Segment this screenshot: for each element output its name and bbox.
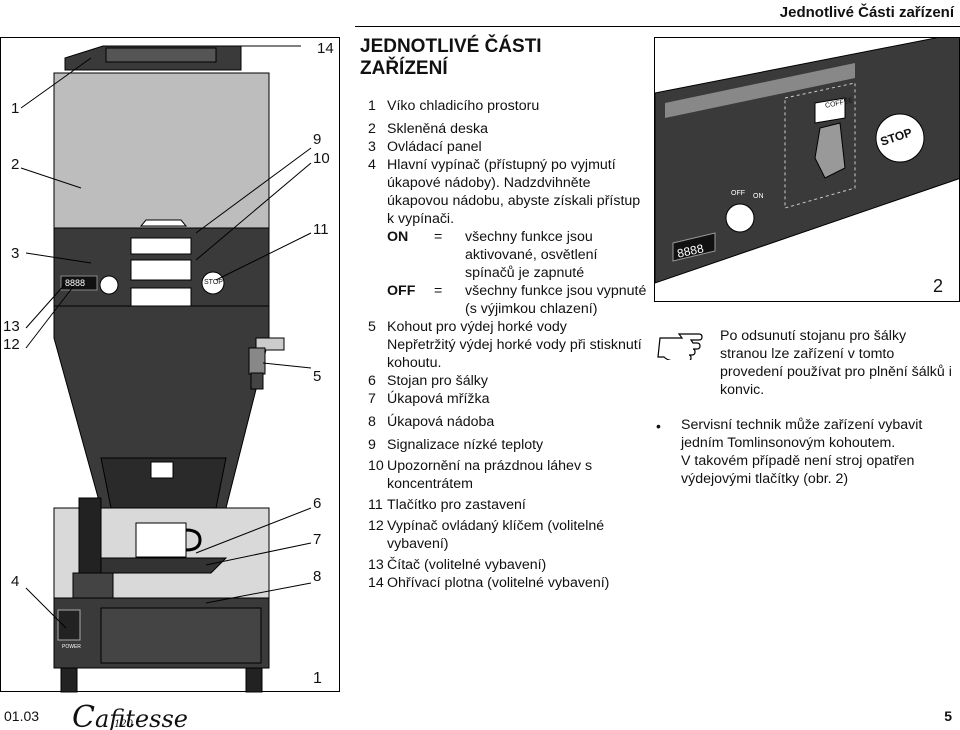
figure-1-number: 1: [313, 670, 322, 687]
side-note: Po odsunutí stojanu pro šálky stranou lz…: [720, 328, 952, 398]
callout-1: 1: [11, 100, 20, 117]
section-title: JEDNOTLIVÉ ČÁSTI ZAŘÍZENÍ: [360, 36, 542, 79]
off-label: OFF: [731, 190, 745, 197]
power-label: POWER: [62, 644, 81, 650]
page-number: 5: [944, 708, 952, 724]
figure-2-panel: COFFEE STOP OFF ON 8888 2: [654, 37, 960, 302]
panel-illustration: [655, 38, 959, 301]
bullet-text-2: V takovém případě není stroj opatřen výd…: [681, 453, 915, 487]
bullet-marker: •: [656, 418, 661, 434]
callout-11: 11: [313, 221, 329, 238]
machine-illustration: [20, 45, 312, 693]
callout-8: 8: [313, 568, 322, 585]
callout-10: 10: [313, 150, 330, 167]
callout-4: 4: [11, 573, 20, 590]
off-definition: OFF=všechny funkce jsou vypnuté (s výjim…: [387, 283, 647, 317]
bullet-text-1: Servisní technik může zařízení vybavit j…: [681, 417, 923, 451]
callout-12: 12: [3, 336, 20, 353]
on-label: ON: [753, 193, 764, 200]
callout-9: 9: [313, 131, 322, 148]
counter-display: 8888: [65, 278, 86, 288]
callout-3: 3: [11, 245, 20, 262]
callout-13: 13: [3, 318, 20, 335]
figure-1-machine: 1 2 3 13 12 4 14 9 10 11 5 6 7 8 8888 ST…: [0, 37, 340, 693]
callout-7: 7: [313, 531, 322, 548]
on-definition: ON=všechny funkce jsou aktivované, osvět…: [387, 229, 598, 281]
callout-2: 2: [11, 156, 20, 173]
pointing-hand-icon: [657, 333, 703, 360]
header-divider: [355, 26, 960, 27]
brand-logo: Cafitesse: [72, 700, 188, 730]
tomlinson-note: Servisní technik může zařízení vybavit j…: [681, 416, 956, 488]
callout-5: 5: [313, 368, 322, 385]
callout-14: 14: [317, 40, 334, 57]
stop-button-label: STOP: [204, 279, 223, 286]
callout-6: 6: [313, 495, 322, 512]
brand-logo-model: 120: [114, 719, 134, 730]
figure-2-number: 2: [933, 276, 944, 296]
footer-version: 01.03: [4, 708, 40, 724]
page-header-title: Jednotlivé Části zařízení: [779, 4, 954, 21]
